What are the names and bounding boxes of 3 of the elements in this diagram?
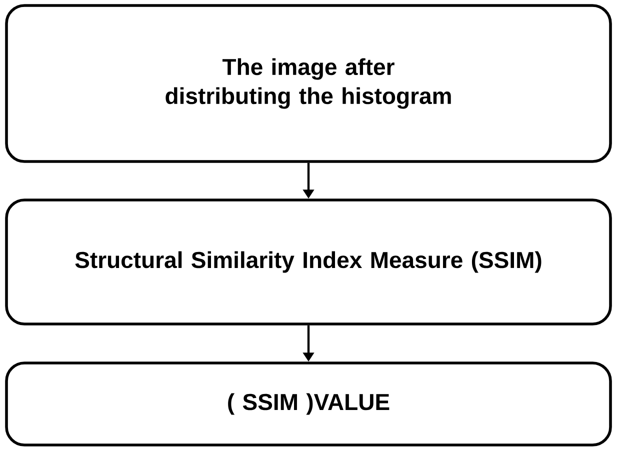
process-box: Structural Similarity Index Measure (SSIM)	[5, 198, 612, 326]
process-box: ( SSIM )VALUE	[5, 362, 612, 446]
process-box: The image after distributing the histogram	[5, 4, 612, 163]
